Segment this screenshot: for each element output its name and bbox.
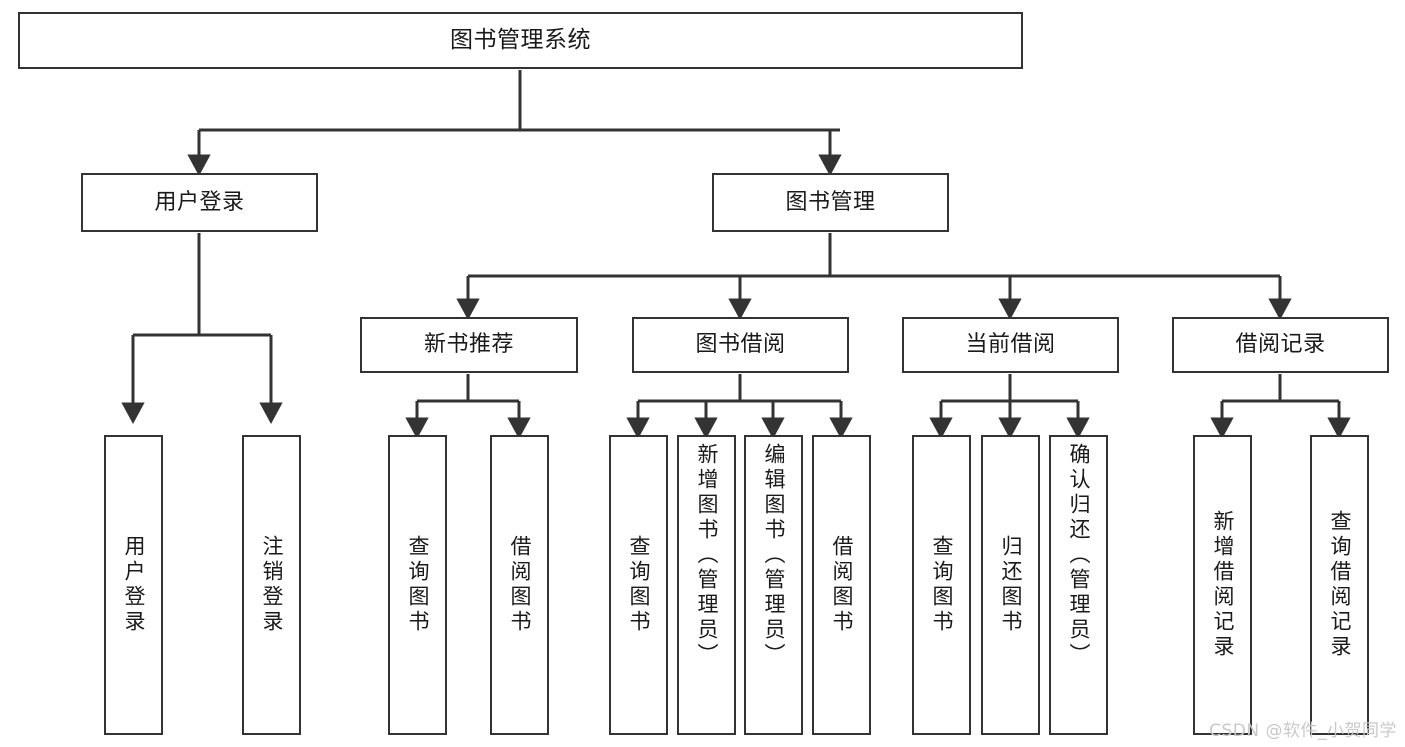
leaf-borrow-add-book-admin[interactable]: 新增图书（管理员） [677,435,736,735]
node-label: 当前借阅 [965,332,1056,358]
node-label: 图书管理系统 [450,26,591,53]
node-user-login[interactable]: 用户登录 [81,173,318,232]
leaf-recommend-borrow-book[interactable]: 借阅图书 [490,435,549,735]
node-book-borrow[interactable]: 图书借阅 [632,317,849,373]
csdn-watermark: CSDN @软件_小贺同学 [1209,721,1397,741]
node-label: 新增图书（管理员） [695,443,719,668]
node-label: 新增借阅记录 [1211,510,1235,660]
node-borrow-record[interactable]: 借阅记录 [1172,317,1389,373]
node-label: 查询图书 [406,535,430,635]
node-label: 借阅记录 [1235,332,1326,358]
leaf-record-query-borrow-record[interactable]: 查询借阅记录 [1310,435,1369,735]
node-new-book-recommend[interactable]: 新书推荐 [360,317,578,373]
node-label: 确认归还（管理员） [1067,443,1091,668]
node-label: 借阅图书 [830,535,854,635]
node-label: 查询图书 [627,535,651,635]
leaf-borrow-edit-book-admin[interactable]: 编辑图书（管理员） [744,435,803,735]
node-label: 查询借阅记录 [1328,510,1352,660]
node-current-borrow[interactable]: 当前借阅 [902,317,1119,373]
node-label: 新书推荐 [423,332,514,358]
node-label: 查询图书 [930,535,954,635]
node-label: 图书借阅 [695,332,786,358]
leaf-recommend-query-book[interactable]: 查询图书 [388,435,447,735]
node-label: 图书管理 [785,189,876,215]
leaf-current-confirm-return-admin[interactable]: 确认归还（管理员） [1049,435,1108,735]
node-book-management[interactable]: 图书管理 [712,173,949,232]
leaf-user-login[interactable]: 用户登录 [104,435,163,735]
node-label: 用户登录 [122,535,146,635]
leaf-user-logout[interactable]: 注销登录 [242,435,301,735]
node-label: 归还图书 [999,535,1023,635]
leaf-record-add-borrow-record[interactable]: 新增借阅记录 [1193,435,1252,735]
leaf-borrow-borrow-book[interactable]: 借阅图书 [812,435,871,735]
node-label: 借阅图书 [508,535,532,635]
leaf-current-query-book[interactable]: 查询图书 [912,435,971,735]
node-label: 注销登录 [260,535,284,635]
leaf-borrow-query-book[interactable]: 查询图书 [609,435,668,735]
leaf-current-return-book[interactable]: 归还图书 [981,435,1040,735]
node-label: 编辑图书（管理员） [762,443,786,668]
node-root-book-management-system[interactable]: 图书管理系统 [18,12,1023,69]
node-label: 用户登录 [154,189,245,215]
